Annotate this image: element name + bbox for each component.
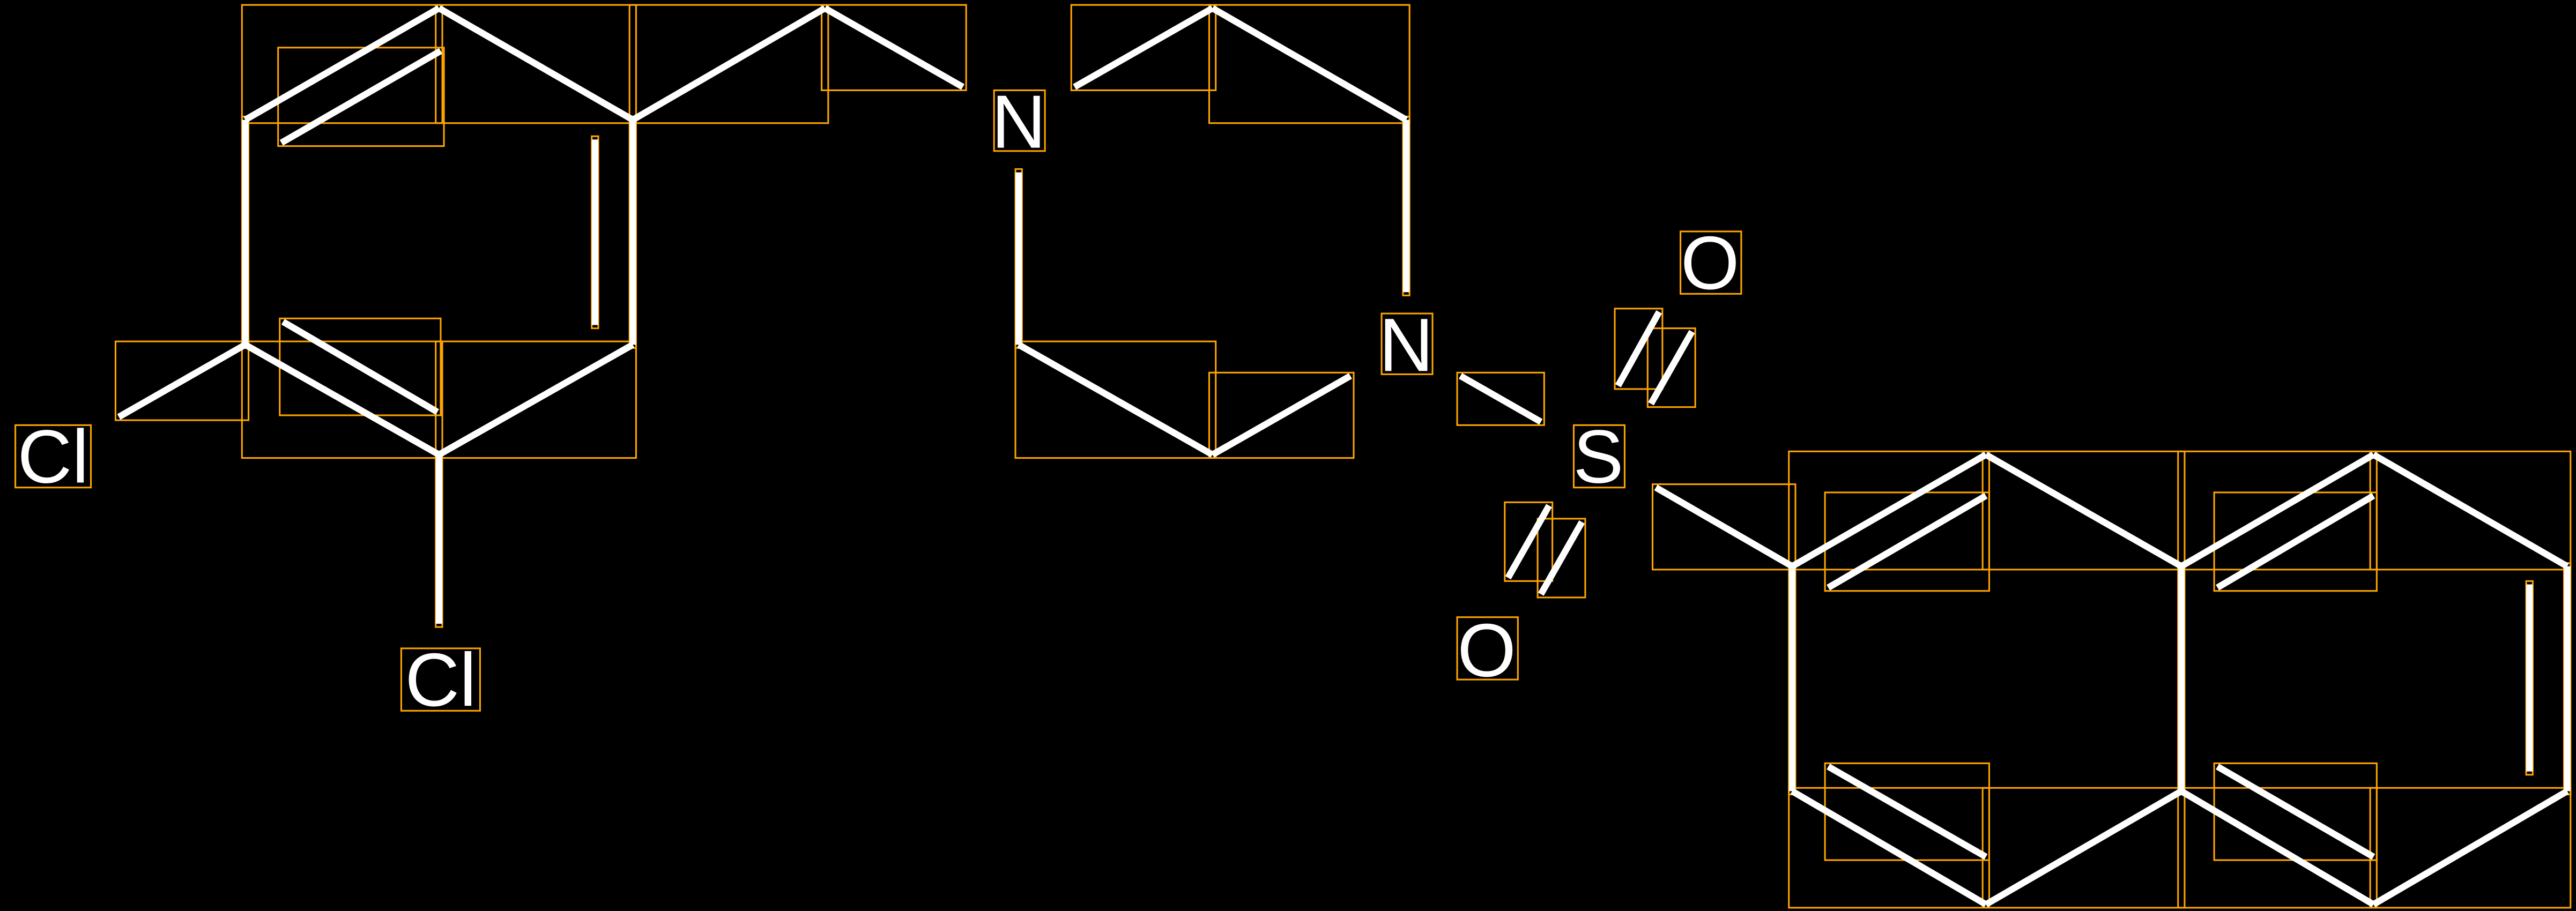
bond-line bbox=[1615, 310, 1662, 387]
bond-line bbox=[1790, 788, 1988, 908]
bond-line bbox=[1073, 5, 1214, 90]
bond-line bbox=[117, 341, 247, 420]
bond-line bbox=[243, 5, 441, 123]
bond-line bbox=[2372, 788, 2569, 908]
bond-bounding-box bbox=[1646, 327, 1696, 408]
bond-bounding-box bbox=[1981, 450, 2186, 571]
atom-s: S bbox=[1573, 414, 1623, 499]
bond-line bbox=[1984, 452, 2183, 570]
atom-cl1: Cl bbox=[18, 414, 89, 499]
bond-bounding-box bbox=[277, 47, 445, 147]
atom-box-o2 bbox=[1456, 616, 1519, 681]
bond-line bbox=[1538, 520, 1585, 596]
bond-bounding-box bbox=[241, 340, 443, 459]
bond-bounding-box bbox=[1981, 787, 2186, 909]
bond-bounding-box bbox=[1014, 340, 1217, 459]
bond-line bbox=[1790, 452, 1988, 570]
bond-line bbox=[1017, 341, 1214, 458]
atom-box-cl1 bbox=[14, 424, 92, 489]
bond-bounding-box bbox=[1208, 4, 1411, 124]
bond-bounding-box bbox=[1536, 518, 1586, 599]
bond-line bbox=[1827, 492, 1988, 591]
bond-line bbox=[2179, 452, 2375, 570]
bond-bounding-box bbox=[821, 4, 967, 91]
bond-line bbox=[1648, 330, 1695, 406]
bond-bounding-box bbox=[1504, 501, 1554, 582]
bond-line bbox=[437, 341, 635, 458]
atom-box-n1 bbox=[993, 89, 1046, 152]
bond-bounding-box bbox=[1614, 308, 1664, 390]
atom-box-cl2 bbox=[400, 647, 481, 712]
bounding-boxes bbox=[114, 4, 2572, 909]
bond-bounding-box bbox=[114, 340, 250, 421]
bond-line bbox=[279, 48, 443, 146]
bond-bounding-box bbox=[1070, 4, 1217, 91]
bond-line bbox=[2372, 452, 2569, 570]
bond-bounding-box bbox=[435, 4, 637, 124]
bond-bounding-box bbox=[1651, 483, 1796, 571]
bond-line bbox=[1211, 373, 1352, 458]
atom-n1: N bbox=[991, 79, 1046, 164]
atom-box-o1 bbox=[1680, 230, 1742, 295]
bond-bounding-box bbox=[241, 4, 443, 124]
atom-cl2: Cl bbox=[405, 637, 476, 722]
bond-bounding-box bbox=[2369, 787, 2572, 909]
bond-bounding-box bbox=[435, 340, 637, 459]
bond-bounding-box bbox=[1456, 371, 1545, 426]
bond-bounding-box bbox=[2369, 450, 2572, 571]
atom-o2: O bbox=[1457, 608, 1516, 692]
bonds bbox=[117, 5, 2571, 908]
bond-line bbox=[437, 5, 635, 123]
atom-box-n2 bbox=[1380, 312, 1434, 375]
bond-line bbox=[1459, 373, 1543, 425]
bond-line bbox=[1654, 484, 1794, 570]
bond-bounding-box bbox=[1208, 371, 1355, 459]
bond-line bbox=[1505, 504, 1552, 580]
bond-line bbox=[2216, 764, 2375, 860]
bond-line bbox=[1984, 788, 2183, 908]
bond-bounding-box bbox=[1824, 491, 1990, 592]
atom-o1: O bbox=[1681, 220, 1740, 305]
bond-line bbox=[823, 5, 965, 90]
bond-line bbox=[281, 319, 439, 415]
atom-n2: N bbox=[1379, 302, 1434, 387]
bond-bounding-box bbox=[2213, 491, 2378, 592]
atom-box-s bbox=[1572, 424, 1625, 489]
bond-line bbox=[1827, 764, 1988, 860]
bond-line bbox=[2179, 788, 2375, 908]
bond-line bbox=[631, 5, 827, 123]
bond-line bbox=[1211, 5, 1408, 123]
atom-labels: N N S O O Cl Cl bbox=[14, 79, 1742, 722]
bond-line bbox=[2216, 492, 2375, 591]
bond-line bbox=[243, 341, 441, 458]
bond-bounding-box bbox=[628, 4, 829, 124]
